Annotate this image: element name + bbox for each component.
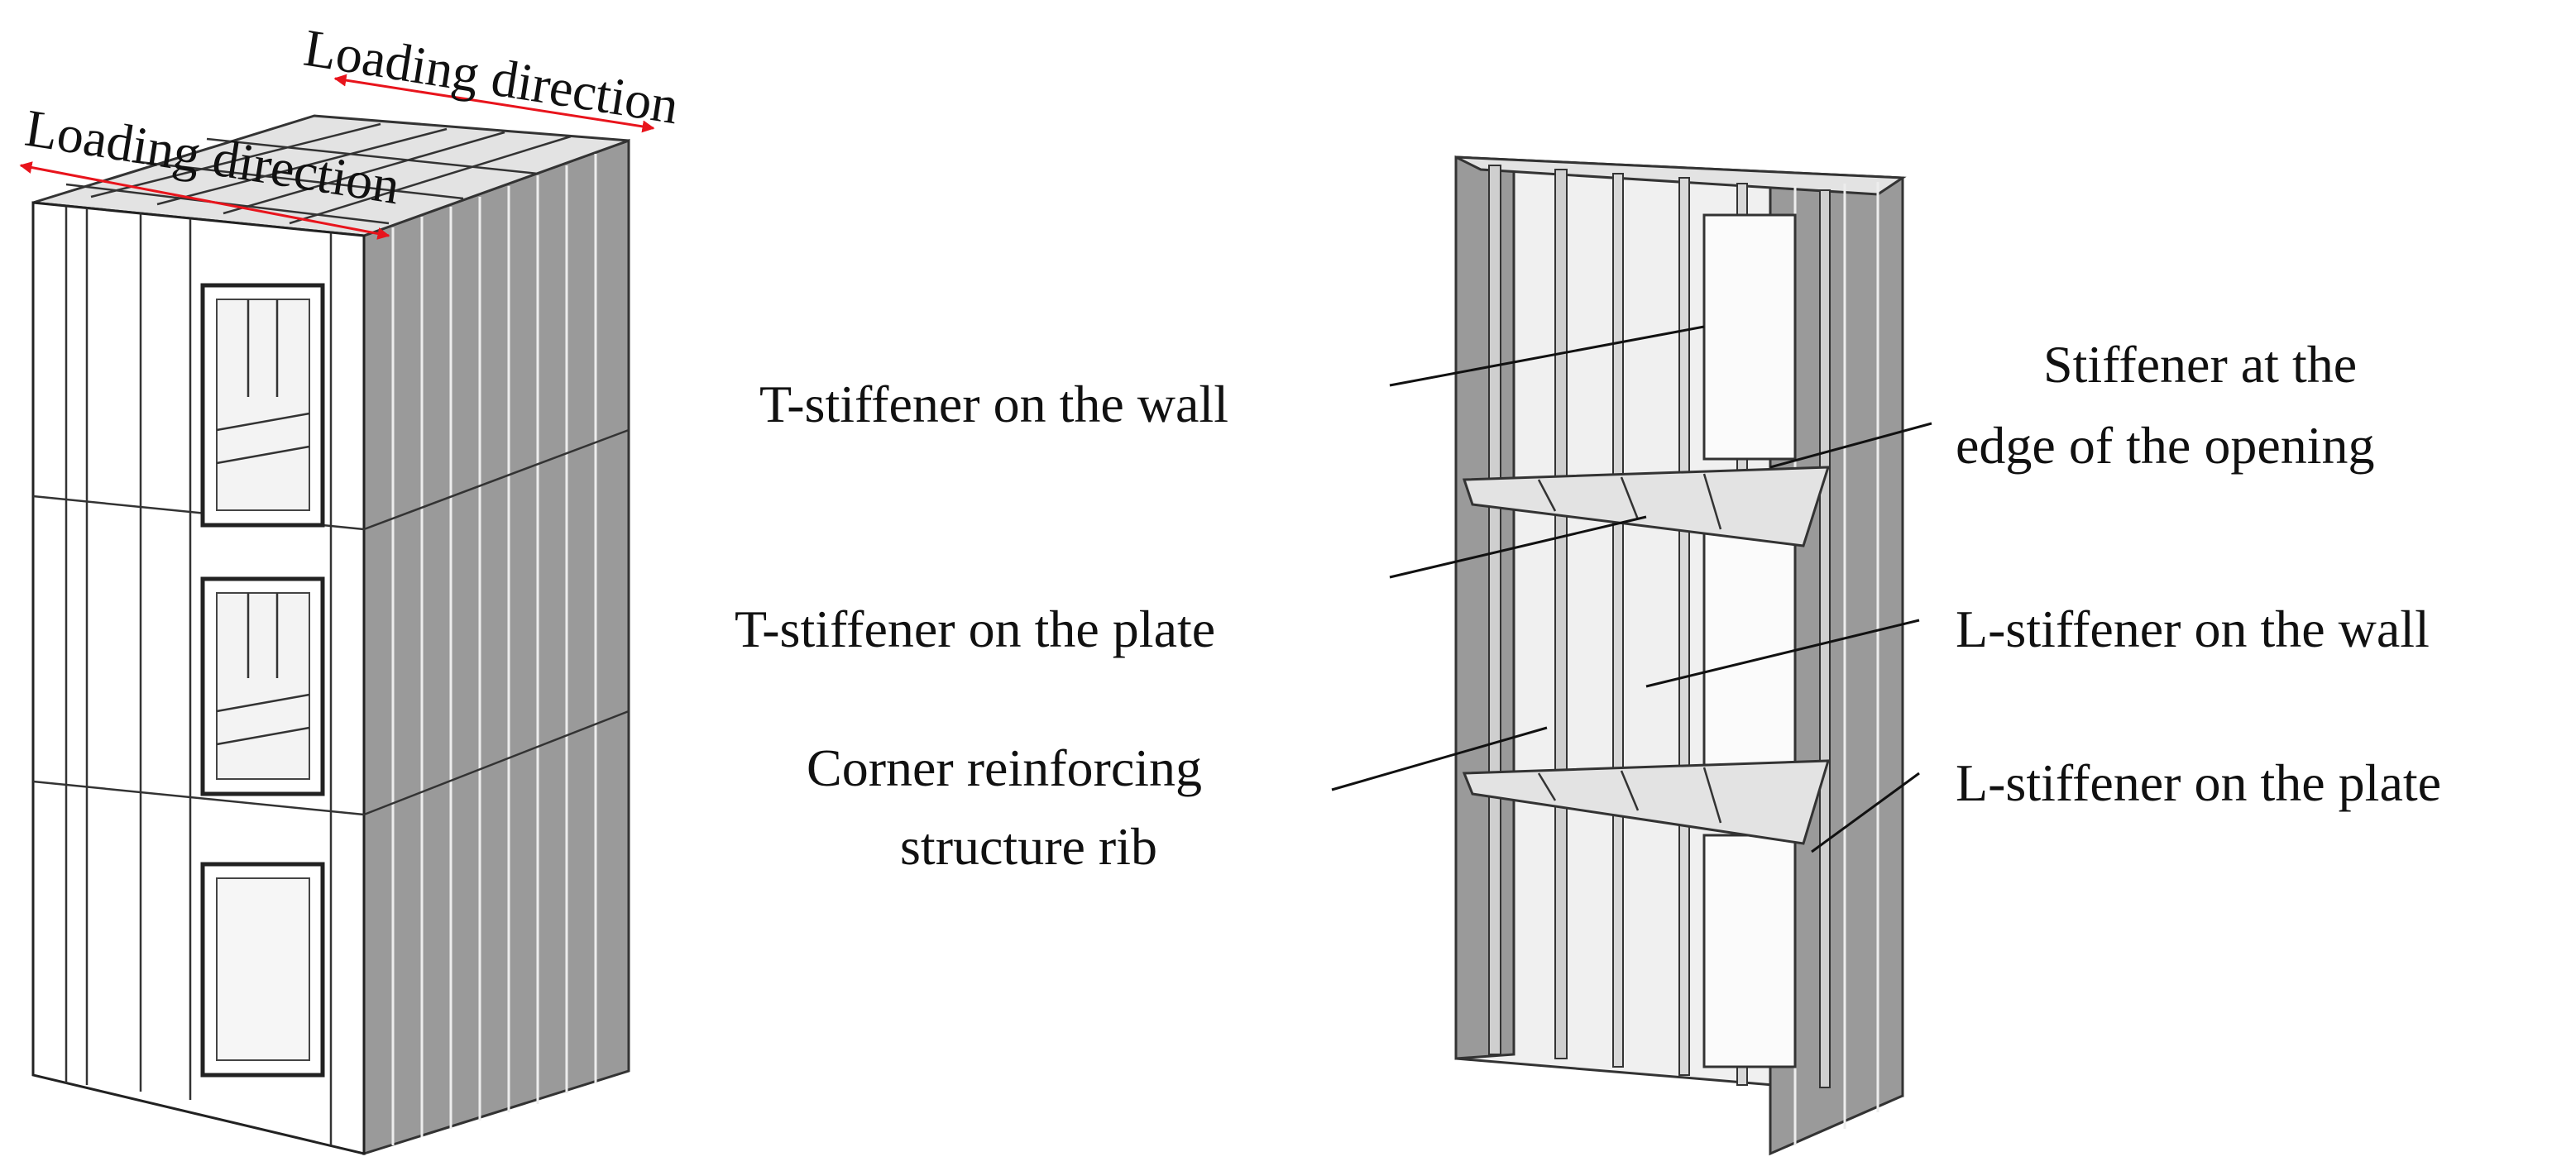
loading-direction-label-2: Loading direction: [300, 18, 682, 136]
label-t-stiffener-wall: T-stiffener on the wall: [759, 375, 1228, 433]
wall-opening-bottom: [200, 862, 325, 1078]
wall-opening-top: [200, 283, 325, 528]
label-t-stiffener-plate: T-stiffener on the plate: [735, 600, 1215, 658]
loading-direction-arrow-1: [19, 161, 390, 240]
left-module-stack: Loading direction Loading direction: [19, 18, 682, 1156]
floor-plate-lower: [1462, 759, 1831, 845]
label-corner-rib-2: structure rib: [900, 817, 1157, 876]
wall-opening-middle: [200, 576, 325, 796]
plate-stiffeners: [1537, 473, 1722, 824]
leader-lines: [1331, 325, 1932, 853]
label-l-stiffener-wall: L-stiffener on the wall: [1956, 600, 2430, 658]
label-opening-edge-2: edge of the opening: [1956, 416, 2375, 475]
label-corner-rib-1: Corner reinforcing: [807, 738, 1202, 797]
label-opening-edge-1: Stiffener at the: [2043, 335, 2357, 394]
side-wall-ribs: [391, 154, 597, 1145]
opening-frames: [1702, 213, 1797, 1068]
loading-direction-arrow-2: [333, 74, 655, 133]
right-stiffener-model: [1454, 155, 1907, 1156]
label-l-stiffener-plate: L-stiffener on the plate: [1956, 753, 2441, 812]
floor-plate-upper: [1462, 466, 1831, 547]
front-wall-joints: [65, 207, 333, 1145]
